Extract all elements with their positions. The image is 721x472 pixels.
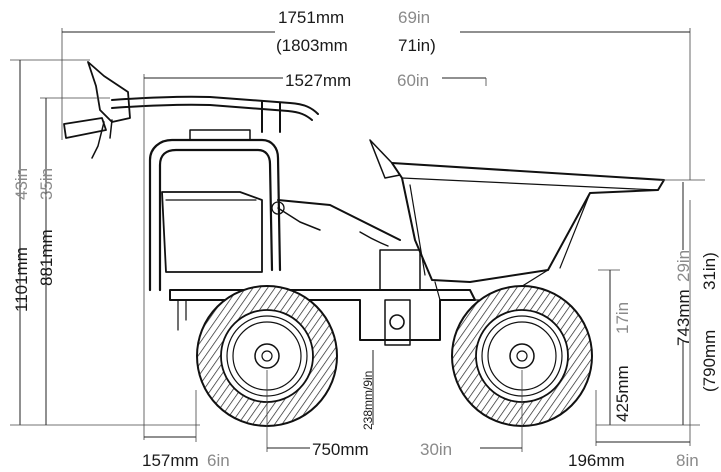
skip-lip-height-mm: 425mm: [613, 365, 632, 422]
ground-clearance-label: 238mm/9in: [361, 371, 375, 430]
skip-height-in: 29in: [674, 250, 693, 282]
rear-overhang-mm: 196mm: [568, 451, 625, 470]
wheelbase-in: 30in: [420, 440, 452, 459]
front-overhang-in: 6in: [207, 451, 230, 470]
handle-height-in: 35in: [37, 168, 56, 200]
wheelbase-mm: 750mm: [312, 440, 369, 459]
rear-wheel: [196, 285, 338, 427]
handlebar: [63, 61, 319, 159]
handle-length-in: 60in: [397, 71, 429, 90]
dumper-illustration: [63, 61, 665, 427]
skip-height-mm: 743mm: [674, 289, 693, 346]
skip-lip-height-in: 17in: [613, 302, 632, 334]
overall-length-alt-in: 71in): [398, 36, 436, 55]
skip-height-alt-mm: (790mm: [700, 330, 719, 392]
overall-length-in: 69in: [398, 8, 430, 27]
overall-height-in: 43in: [12, 168, 31, 200]
handle-height-mm: 881mm: [37, 229, 56, 286]
overall-height-mm: 1101mm: [12, 247, 31, 312]
overall-length-alt-mm: (1803mm: [276, 36, 348, 55]
handle-length-mm: 1527mm: [285, 71, 351, 90]
skip-height-alt-in: 31in): [700, 252, 719, 290]
overall-length-mm: 1751mm: [278, 8, 344, 27]
front-overhang-mm: 157mm: [142, 451, 199, 470]
skip-bucket: [369, 139, 665, 301]
rear-overhang-in: 8in: [676, 451, 699, 470]
dimension-lines: [10, 28, 705, 452]
engine-housing: [148, 129, 401, 292]
dimension-labels: 1751mm 69in (1803mm 71in) 1527mm 60in 11…: [12, 8, 719, 470]
